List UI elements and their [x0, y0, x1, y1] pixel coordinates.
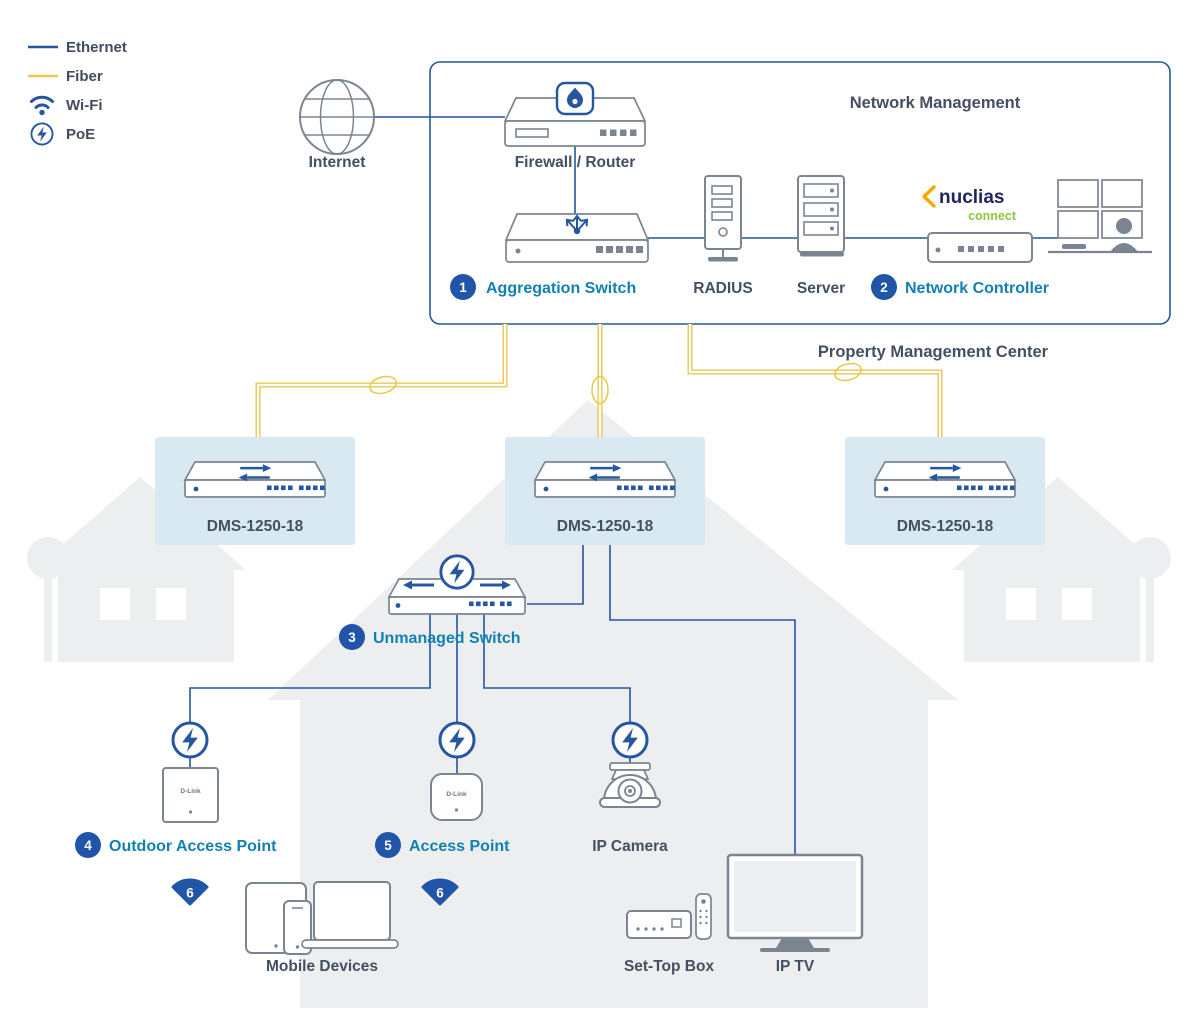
dms-switch-panel-left: DMS-1250-18 [155, 437, 355, 545]
dms-switch-icon [185, 462, 325, 497]
poe-injector-icon-left [173, 723, 207, 757]
badge-3 [339, 624, 365, 650]
mobile-devices-icon [245, 881, 399, 955]
badge-4-number: 4 [84, 838, 92, 853]
outdoor-access-point-label: Outdoor Access Point [109, 838, 277, 855]
internet-globe-icon [299, 79, 375, 155]
property-management-center-label: Property Management Center [818, 343, 1049, 361]
legend-poe-label: PoE [66, 126, 95, 143]
dms-switch-label-left: DMS-1250-18 [207, 518, 304, 535]
dms-switch-panel-right: DMS-1250-18 [845, 437, 1045, 545]
badge-1-number: 1 [459, 280, 467, 295]
monitor-icon [1101, 179, 1143, 208]
fiber-coil [591, 375, 609, 405]
unmanaged-switch-label: Unmanaged Switch [373, 630, 521, 647]
set-top-box-icon [626, 910, 692, 939]
dms-switch-label-center: DMS-1250-18 [557, 518, 654, 535]
wifi6-number: 6 [186, 886, 194, 901]
wifi6-number: 6 [436, 886, 444, 901]
legend-fiber-label: Fiber [66, 68, 103, 85]
house-silhouette-left [27, 477, 246, 662]
management-zone-border [429, 61, 1171, 325]
poe-injector-icon-right [613, 723, 647, 757]
legend-wifi-label: Wi-Fi [66, 97, 103, 114]
dms-switch-label-right: DMS-1250-18 [897, 518, 994, 535]
poe-emblem-icon [441, 556, 473, 588]
aggregation-switch-label: Aggregation Switch [486, 280, 636, 297]
radius-label: RADIUS [693, 280, 752, 297]
unmanaged-switch-icon [387, 556, 527, 615]
flame-icon [567, 87, 583, 108]
set-top-box-label: Set-Top Box [624, 958, 715, 975]
server-label: Server [797, 280, 845, 297]
dms-switch-icon [535, 462, 675, 497]
ip-tv-label: IP TV [776, 958, 815, 975]
badge-5 [375, 832, 401, 858]
person-icon [1116, 218, 1132, 234]
monitor-icon [1057, 210, 1099, 239]
nuclias-chevron-icon [922, 185, 936, 208]
legend-ethernet-label: Ethernet [66, 39, 127, 56]
badge-4 [75, 832, 101, 858]
dlink-logo-text: D-Link [446, 791, 467, 798]
laptop-icon [313, 881, 391, 941]
nuclias-wordmark: nuclias [939, 187, 1004, 208]
network-controller-icon [927, 232, 1033, 263]
badge-5-number: 5 [384, 838, 392, 853]
control-room-icon [1048, 179, 1152, 254]
wifi6-icon-outdoor: 6 [171, 878, 209, 906]
remote-control-icon [695, 893, 712, 940]
internet-label: Internet [309, 154, 366, 171]
dlink-logo-text: D-Link [180, 788, 201, 795]
badge-2-number: 2 [880, 280, 888, 295]
access-point-icon: D-Link [430, 773, 483, 821]
fiber-links [255, 324, 943, 437]
nuclias-connect-logo: nuclias connect [922, 185, 1017, 223]
radius-server-icon [704, 175, 742, 262]
wifi6-icon-indoor: 6 [421, 878, 459, 906]
poe-injector-icon-center [440, 723, 474, 757]
badge-1 [450, 274, 476, 300]
firewall-router-icon [503, 81, 647, 147]
firewall-router-label: Firewall / Router [515, 154, 636, 171]
badge-3-number: 3 [348, 630, 356, 645]
access-point-label: Access Point [409, 838, 510, 855]
server-icon [797, 175, 845, 257]
nuclias-connect-wordmark: connect [968, 209, 1017, 223]
dms-switch-icon [875, 462, 1015, 497]
fiber-coil [369, 375, 397, 395]
ip-camera-icon [599, 762, 661, 808]
network-controller-label: Network Controller [905, 280, 1049, 297]
mobile-devices-label: Mobile Devices [266, 958, 378, 975]
legend: Ethernet Fiber Wi-Fi PoE [28, 39, 127, 145]
ip-tv-icon [726, 853, 864, 952]
wifi-icon [30, 95, 54, 116]
ip-camera-label: IP Camera [592, 838, 668, 855]
fiber-coil [834, 362, 862, 382]
badge-2 [871, 274, 897, 300]
keyboard-icon [1062, 244, 1086, 249]
outdoor-access-point-icon: D-Link [162, 767, 219, 823]
network-management-title: Network Management [850, 94, 1021, 112]
dms-switch-panel-center: DMS-1250-18 [505, 437, 705, 545]
aggregation-switch-icon [504, 213, 650, 263]
monitor-icon [1057, 179, 1099, 208]
poe-icon [31, 123, 52, 144]
